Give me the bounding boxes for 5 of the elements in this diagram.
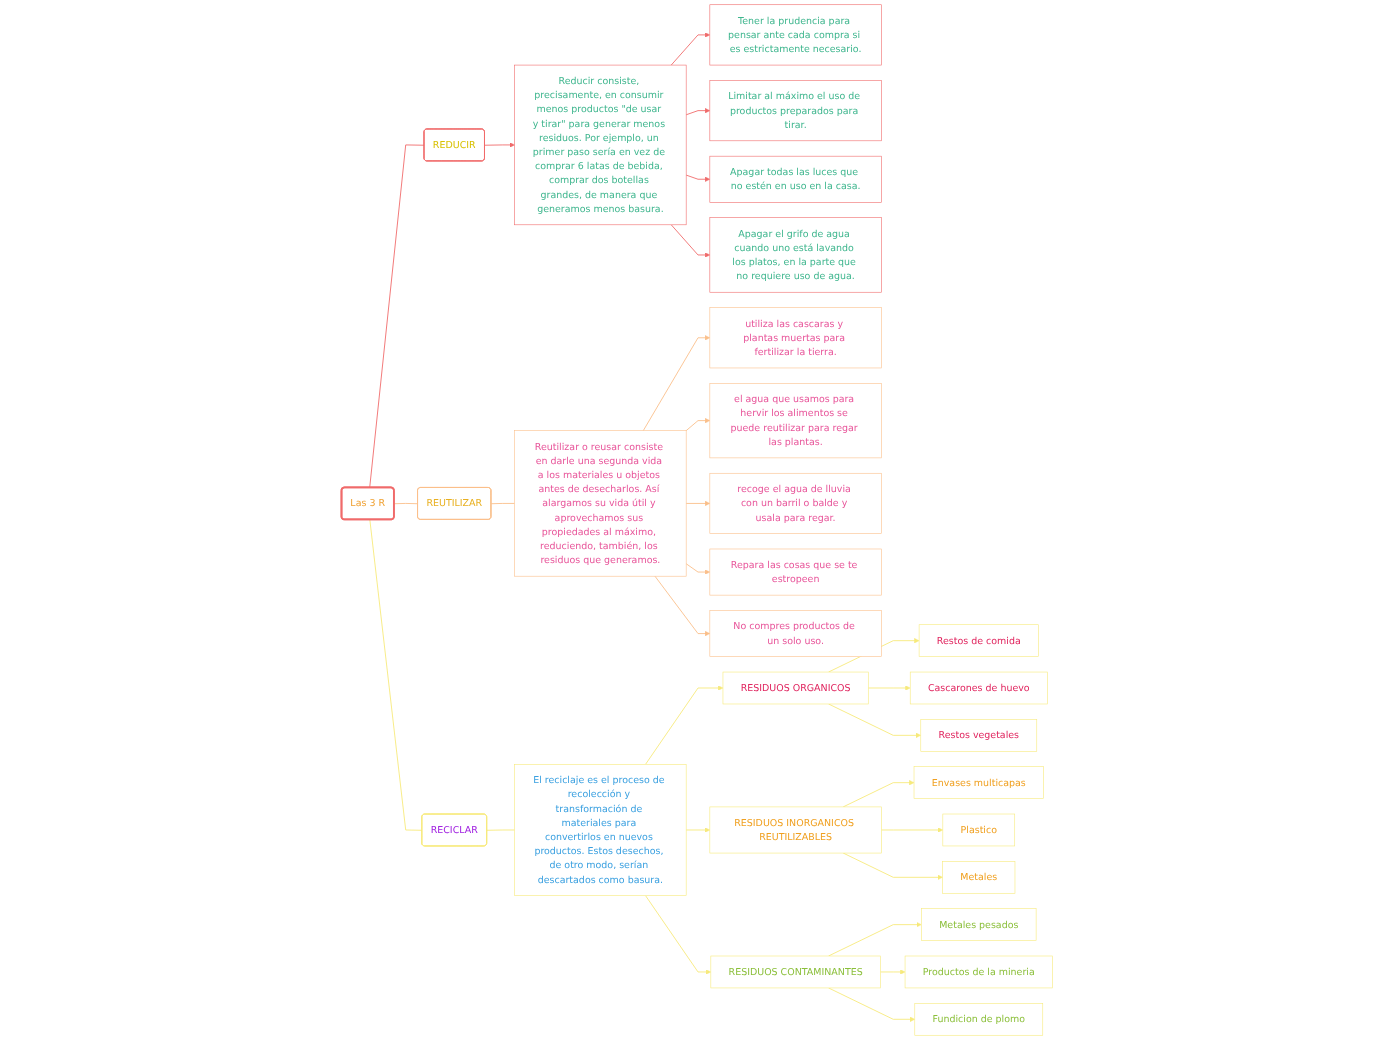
connector [369, 519, 423, 831]
connector [490, 503, 516, 505]
connector [486, 829, 516, 831]
connector [369, 144, 425, 489]
connector [393, 503, 419, 505]
